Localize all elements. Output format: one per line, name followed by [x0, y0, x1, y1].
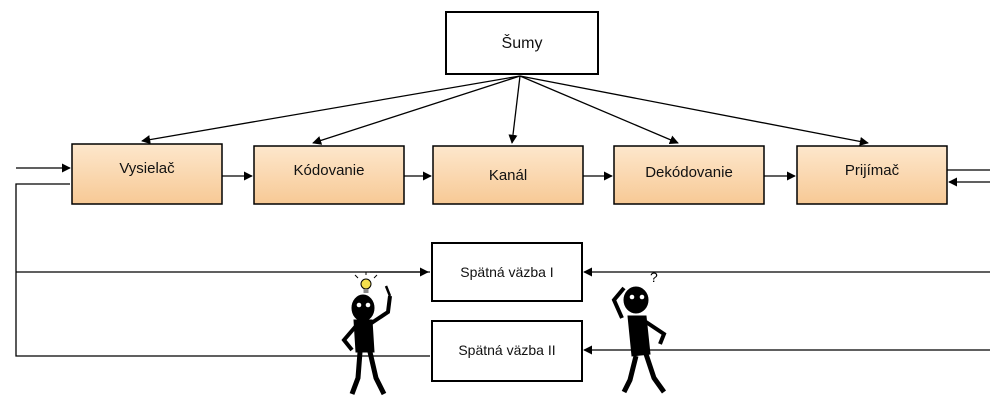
- feedback-block-1: Spätná väzba I: [431, 242, 583, 302]
- chain-block-kanal: Kanál: [432, 145, 584, 205]
- feedback-block-2: Spätná väzba II: [431, 320, 583, 382]
- chain-block-prijimac: Prijímač: [796, 145, 948, 205]
- feedback-label-2: Spätná väzba II: [458, 342, 555, 358]
- chain-block-kodovanie: Kódovanie: [253, 145, 405, 205]
- feedback-label-1: Spätná väzba I: [460, 264, 553, 280]
- noise-block: Šumy: [445, 11, 599, 75]
- thinking-figure: ?: [611, 269, 667, 394]
- chain-label-kodovanie: Kódovanie: [294, 162, 365, 179]
- chain-label-kanal: Kanál: [489, 167, 527, 184]
- chain-block-vysielac: Vysielač: [71, 143, 223, 205]
- lightbulb-icon: [354, 272, 378, 293]
- feedback-arrows: [370, 267, 990, 355]
- right-loop-lines: [947, 169, 990, 187]
- noise-arrow-vysielac: [141, 75, 521, 145]
- chain-block-dekodovanie: Dekódovanie: [613, 145, 765, 205]
- noise-arrow-dekodovanie: [519, 75, 679, 144]
- chain-label-dekodovanie: Dekódovanie: [645, 164, 733, 181]
- question-mark-icon: ?: [650, 269, 658, 285]
- noise-arrows: [141, 75, 869, 146]
- noise-arrow-kodovanie: [312, 75, 521, 145]
- noise-arrow-kanal: [508, 75, 521, 144]
- chain-label-prijimac: Prijímač: [845, 162, 900, 179]
- noise-label: Šumy: [502, 33, 543, 52]
- left-loop-lines: [15, 163, 430, 357]
- idea-figure: [341, 272, 392, 396]
- noise-arrow-prijimac: [519, 75, 869, 146]
- chain-label-vysielac: Vysielač: [119, 160, 175, 177]
